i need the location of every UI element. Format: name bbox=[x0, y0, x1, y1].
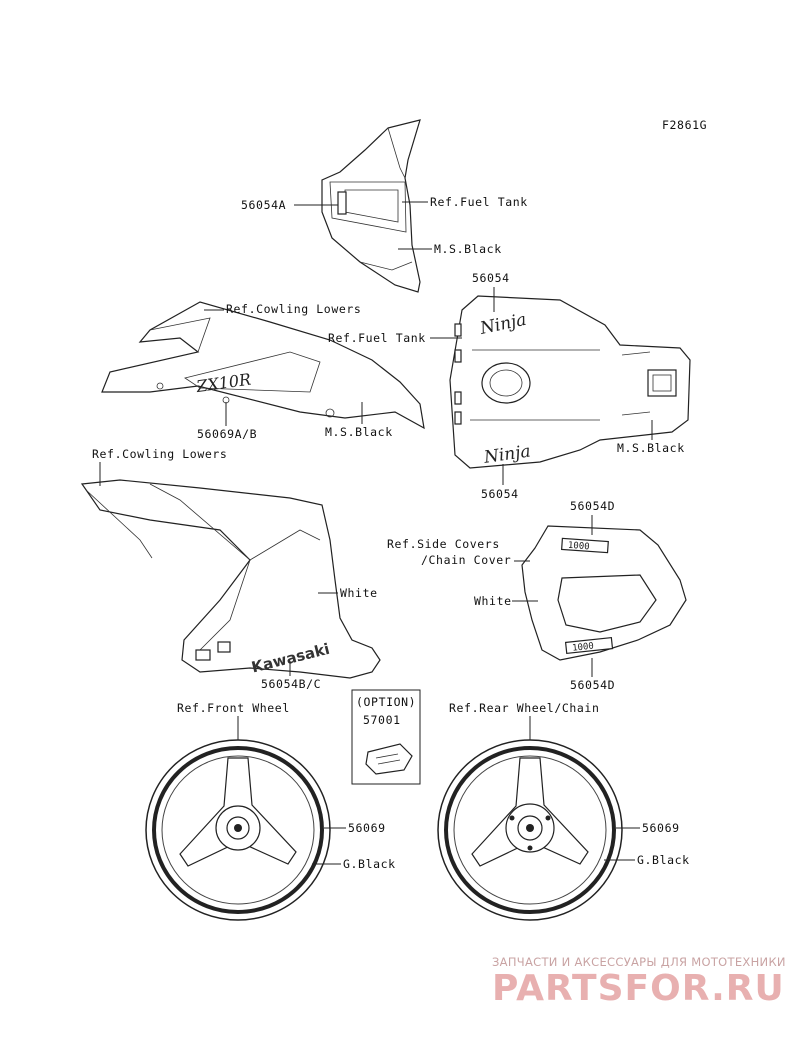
label-chain-cover: /Chain Cover bbox=[421, 553, 511, 567]
label-g-black: G.Black bbox=[343, 857, 396, 871]
option-title: (OPTION) bbox=[356, 695, 416, 709]
watermark: ЗАПЧАСТИ И АКСЕССУАРЫ ДЛЯ МОТОТЕХНИКИ PA… bbox=[492, 955, 786, 1009]
label-ref-front-wheel: Ref.Front Wheel bbox=[177, 701, 290, 715]
label-56054BC: 56054B/C bbox=[261, 677, 321, 691]
seat-cowl-part: 1000 1000 bbox=[521, 525, 687, 661]
label-56054D: 56054D bbox=[570, 678, 615, 692]
label-56054: 56054 bbox=[481, 487, 519, 501]
label-ref-fuel-tank: Ref.Fuel Tank bbox=[328, 331, 426, 345]
label-ref-fuel-tank: Ref.Fuel Tank bbox=[430, 195, 528, 209]
label-ref-side-covers: Ref.Side Covers bbox=[387, 537, 500, 551]
label-ms-black: M.S.Black bbox=[325, 425, 393, 439]
label-56069: 56069 bbox=[642, 821, 680, 835]
label-ref-rear-wheel-chain: Ref.Rear Wheel/Chain bbox=[449, 701, 599, 715]
label-ms-black: M.S.Black bbox=[434, 242, 502, 256]
label-g-black: G.Black bbox=[637, 853, 690, 867]
option-part-number: 57001 bbox=[363, 713, 401, 727]
label-56054D: 56054D bbox=[570, 499, 615, 513]
label-ref-cowling-lowers: Ref.Cowling Lowers bbox=[226, 302, 361, 316]
rear-wheel-part bbox=[437, 739, 623, 921]
upper-cowl-part bbox=[321, 119, 421, 293]
fuel-tank-part: Ninja Ninja bbox=[449, 295, 691, 469]
model-decal: 1000 bbox=[568, 541, 590, 552]
watermark-brand: PARTSFOR.RU bbox=[492, 968, 785, 1009]
model-decal: 1000 bbox=[572, 642, 595, 654]
label-white: White bbox=[340, 586, 378, 600]
label-56069: 56069 bbox=[348, 821, 386, 835]
label-56054: 56054 bbox=[472, 271, 510, 285]
side-cowling-part: ZX10R bbox=[101, 301, 425, 430]
label-ref-cowling-lowers: Ref.Cowling Lowers bbox=[92, 447, 227, 461]
label-56054A: 56054A bbox=[241, 198, 286, 212]
figure-code: F2861G bbox=[662, 118, 707, 132]
label-56069AB: 56069A/B bbox=[197, 427, 257, 441]
front-wheel-part bbox=[145, 739, 331, 921]
option-box: (OPTION) 57001 bbox=[351, 689, 421, 785]
label-ms-black: M.S.Black bbox=[617, 441, 685, 455]
label-white: White bbox=[474, 594, 512, 608]
watermark-subtitle: ЗАПЧАСТИ И АКСЕССУАРЫ ДЛЯ МОТОТЕХНИКИ bbox=[492, 955, 786, 969]
lower-cowling-part: Kawasaki bbox=[80, 479, 381, 679]
